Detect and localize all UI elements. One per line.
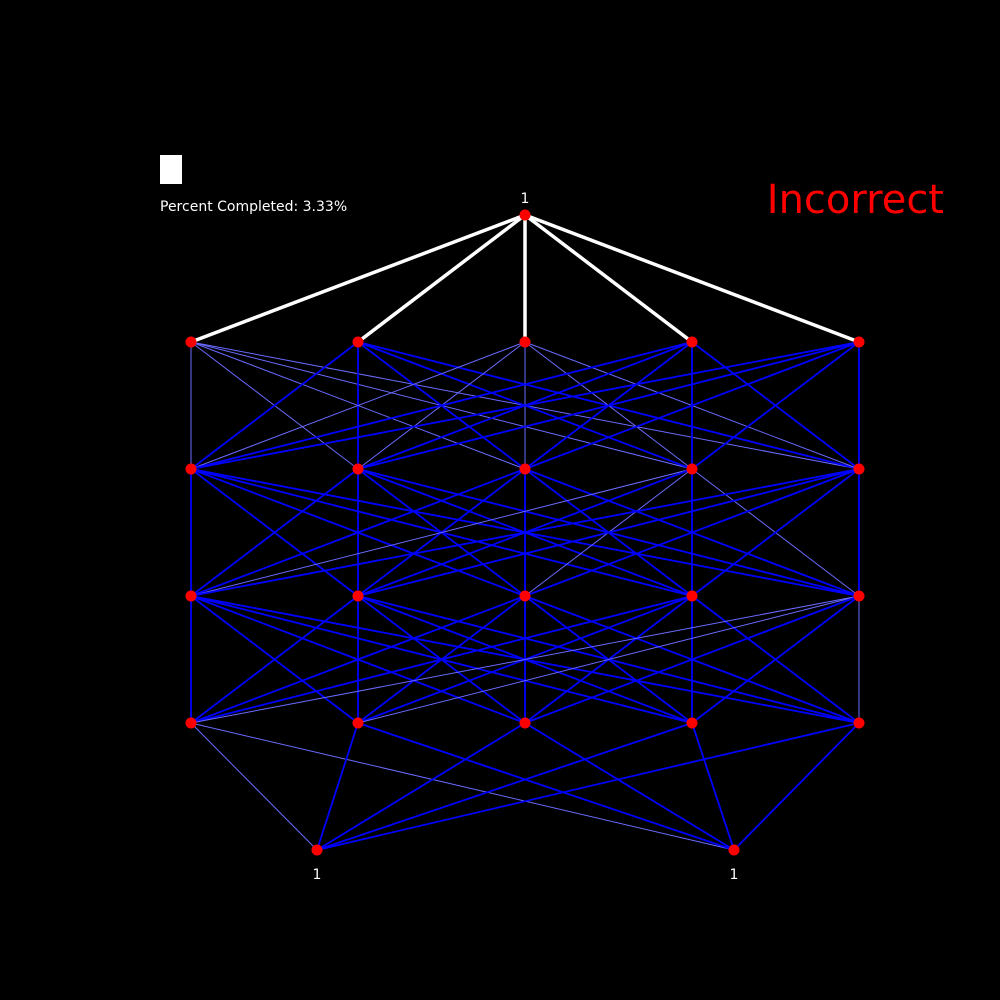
- graph-edge-4-4-to-5-1[interactable]: [733, 722, 860, 851]
- graph-edge-4-4-to-5-0[interactable]: [316, 722, 860, 851]
- graph-node-3-2[interactable]: [519, 590, 531, 602]
- graph-node-0-0[interactable]: [519, 209, 531, 221]
- selected-edge-0-0-to-1-0[interactable]: [190, 213, 526, 344]
- graph-node-3-1[interactable]: [352, 590, 364, 602]
- graph-edge-2-1-to-3-0[interactable]: [190, 468, 359, 597]
- graph-node-4-4[interactable]: [853, 717, 865, 729]
- graph-edge-1-4-to-2-3[interactable]: [691, 341, 860, 470]
- graph-edge-4-0-to-5-0[interactable]: [190, 722, 318, 851]
- graph-node-5-0[interactable]: [311, 844, 323, 856]
- graph-edge-2-2-to-3-0[interactable]: [190, 468, 526, 597]
- graph-edge-4-2-to-5-1[interactable]: [524, 722, 735, 851]
- graph-edge-4-0-to-5-1[interactable]: [190, 722, 735, 851]
- graph-node-3-4[interactable]: [853, 590, 865, 602]
- graph-node-2-0[interactable]: [185, 463, 197, 475]
- graph-edge-2-4-to-3-0[interactable]: [190, 468, 860, 597]
- graph-edge-3-4-to-4-3[interactable]: [691, 595, 860, 724]
- graph-edge-4-1-to-5-1[interactable]: [357, 722, 735, 851]
- graph-node-1-0[interactable]: [185, 336, 197, 348]
- graph-edge-4-3-to-5-0[interactable]: [316, 722, 693, 851]
- node-weight-label-5-1: 1: [730, 867, 739, 883]
- graph-edge-4-1-to-5-0[interactable]: [316, 722, 359, 851]
- graph-node-2-2[interactable]: [519, 463, 531, 475]
- node-weight-label-5-0: 1: [313, 867, 322, 883]
- selected-path-layer: [190, 213, 860, 344]
- selected-edge-0-0-to-1-3[interactable]: [523, 213, 694, 344]
- graph-node-4-2[interactable]: [519, 717, 531, 729]
- progress-bar-fill: [160, 155, 182, 184]
- graph-node-2-4[interactable]: [853, 463, 865, 475]
- graph-edge-3-4-to-4-0[interactable]: [190, 595, 860, 724]
- graph-edge-2-4-to-3-2[interactable]: [524, 468, 860, 597]
- selected-edge-0-0-to-1-1[interactable]: [356, 213, 527, 344]
- graph-node-2-1[interactable]: [352, 463, 364, 475]
- graph-edge-2-3-to-3-0[interactable]: [190, 468, 693, 597]
- graph-edge-1-4-to-2-0[interactable]: [190, 341, 860, 470]
- edge-layer: [190, 341, 860, 851]
- graph-node-4-3[interactable]: [686, 717, 698, 729]
- graph-node-1-4[interactable]: [853, 336, 865, 348]
- graph-edge-3-3-to-4-0[interactable]: [190, 595, 693, 724]
- graph-edge-4-2-to-5-0[interactable]: [316, 722, 526, 851]
- selected-edge-0-0-to-1-4[interactable]: [524, 213, 860, 344]
- progress-bar: [160, 155, 460, 184]
- graph-edge-1-1-to-2-0[interactable]: [190, 341, 359, 470]
- graph-node-3-3[interactable]: [686, 590, 698, 602]
- graph-edge-1-4-to-2-2[interactable]: [524, 341, 860, 470]
- node-layer: [185, 209, 865, 856]
- graph-node-4-1[interactable]: [352, 717, 364, 729]
- graph-node-4-0[interactable]: [185, 717, 197, 729]
- result-status-label: Incorrect: [766, 177, 944, 223]
- graph-edge-2-4-to-3-3[interactable]: [691, 468, 860, 597]
- graph-edge-3-4-to-4-1[interactable]: [357, 595, 860, 724]
- node-weight-label-0-0: 1: [521, 191, 530, 207]
- graph-edge-2-4-to-3-1[interactable]: [357, 468, 860, 597]
- graph-edge-3-1-to-4-0[interactable]: [190, 595, 359, 724]
- graph-edge-3-4-to-4-2[interactable]: [524, 595, 860, 724]
- graph-node-1-2[interactable]: [519, 336, 531, 348]
- node-label-layer: 1 1 1: [313, 191, 739, 883]
- graph-node-1-1[interactable]: [352, 336, 364, 348]
- graph-edge-1-3-to-2-0[interactable]: [190, 341, 693, 470]
- graph-node-5-1[interactable]: [728, 844, 740, 856]
- graph-edge-4-3-to-5-1[interactable]: [691, 722, 735, 851]
- graph-edge-1-2-to-2-0[interactable]: [190, 341, 526, 470]
- graph-edge-1-4-to-2-1[interactable]: [357, 341, 860, 470]
- graph-node-3-0[interactable]: [185, 590, 197, 602]
- percent-completed-label: Percent Completed: 3.33%: [160, 199, 348, 215]
- graph-node-2-3[interactable]: [686, 463, 698, 475]
- graph-node-1-3[interactable]: [686, 336, 698, 348]
- graph-edge-3-2-to-4-0[interactable]: [190, 595, 526, 724]
